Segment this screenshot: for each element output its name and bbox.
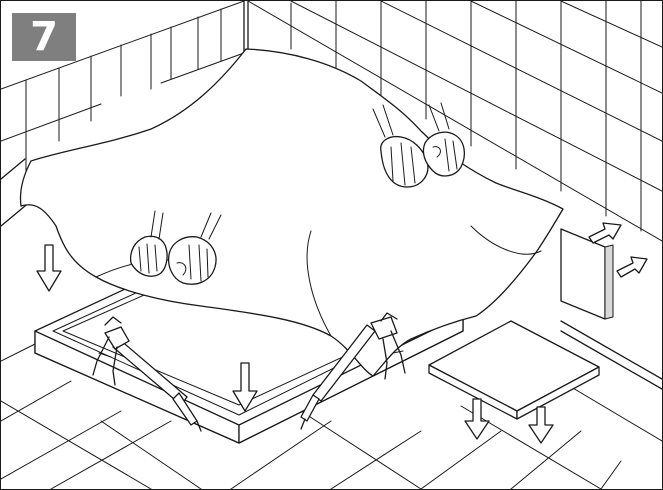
tile-panel <box>561 229 613 319</box>
step-number-badge: 7 <box>12 13 76 61</box>
